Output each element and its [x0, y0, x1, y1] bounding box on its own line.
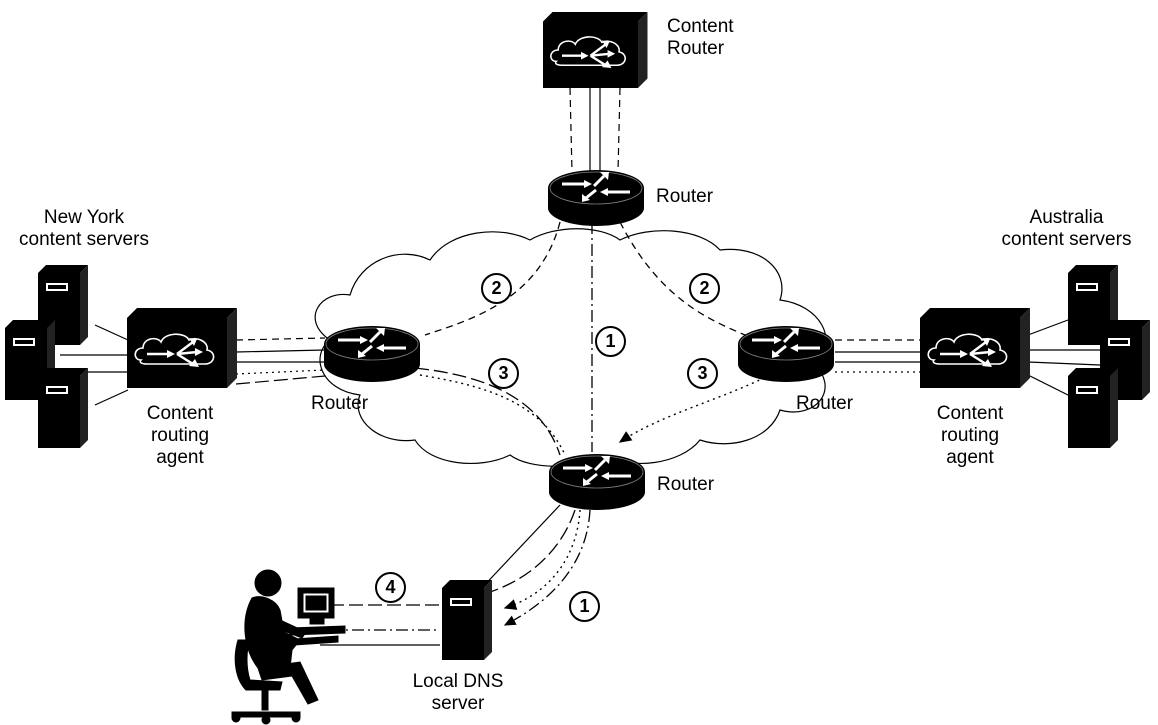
step-badge-1-bottom: 1 — [569, 591, 600, 622]
content-routing-agent-left-label: Content routing agent — [120, 403, 240, 469]
user-dns-links — [320, 604, 440, 646]
router-top — [546, 168, 646, 228]
router-bottom — [547, 452, 647, 512]
agent-left-line-2: routing — [150, 425, 210, 446]
australia-servers-label: Australia content servers — [984, 207, 1149, 251]
australia-servers — [1068, 265, 1150, 448]
router-left-label: Router — [311, 393, 369, 414]
step-3-paths — [419, 374, 771, 610]
agent-right-line-2: routing — [940, 425, 1000, 446]
router-dns-link — [477, 504, 561, 593]
left-router-to-bottom — [414, 367, 576, 593]
user-workstation — [231, 569, 346, 725]
local-dns-server-icon — [442, 580, 492, 660]
australia-label-line-2: content servers — [1001, 229, 1132, 250]
content-router-links — [569, 87, 621, 173]
step-badge-2-left: 2 — [481, 273, 512, 304]
australia-label-line-1: Australia — [1029, 207, 1104, 228]
content-routing-agent-right-label: Content routing agent — [910, 403, 1030, 469]
router-bottom-label: Router — [657, 474, 715, 495]
router-right — [736, 324, 836, 384]
agent-right-line-3: agent — [946, 447, 994, 468]
content-router-label-line-1: Content — [667, 16, 734, 37]
router-right-label: Router — [796, 393, 854, 414]
content-router-label: Content Router — [667, 16, 734, 60]
step-badge-2-right: 2 — [689, 273, 720, 304]
step-badge-1-center: 1 — [595, 326, 626, 357]
new-york-links — [60, 324, 326, 406]
content-routing-agent-right — [918, 306, 1032, 390]
agent-left-line-1: Content — [146, 403, 214, 424]
step-badge-4: 4 — [375, 572, 406, 603]
dns-label-line-1: Local DNS — [412, 671, 504, 692]
new-york-label-line-2: content servers — [19, 229, 149, 250]
australia-links — [835, 319, 1101, 396]
content-routing-agent-left — [125, 306, 239, 390]
local-dns-server-label: Local DNS server — [398, 671, 518, 715]
new-york-servers-label: New York content servers — [4, 207, 164, 251]
agent-left-line-3: agent — [156, 447, 204, 468]
content-router-label-line-2: Router — [667, 38, 725, 59]
agent-right-line-1: Content — [936, 403, 1004, 424]
new-york-label-line-1: New York — [43, 207, 125, 228]
content-router-box — [541, 10, 649, 90]
step-badge-3-left: 3 — [488, 358, 519, 389]
router-left — [322, 324, 422, 384]
dns-label-line-2: server — [431, 693, 485, 714]
step-badge-3-right: 3 — [687, 358, 718, 389]
step-1-path — [503, 222, 593, 626]
router-top-label: Router — [656, 186, 714, 207]
new-york-servers — [5, 265, 88, 448]
